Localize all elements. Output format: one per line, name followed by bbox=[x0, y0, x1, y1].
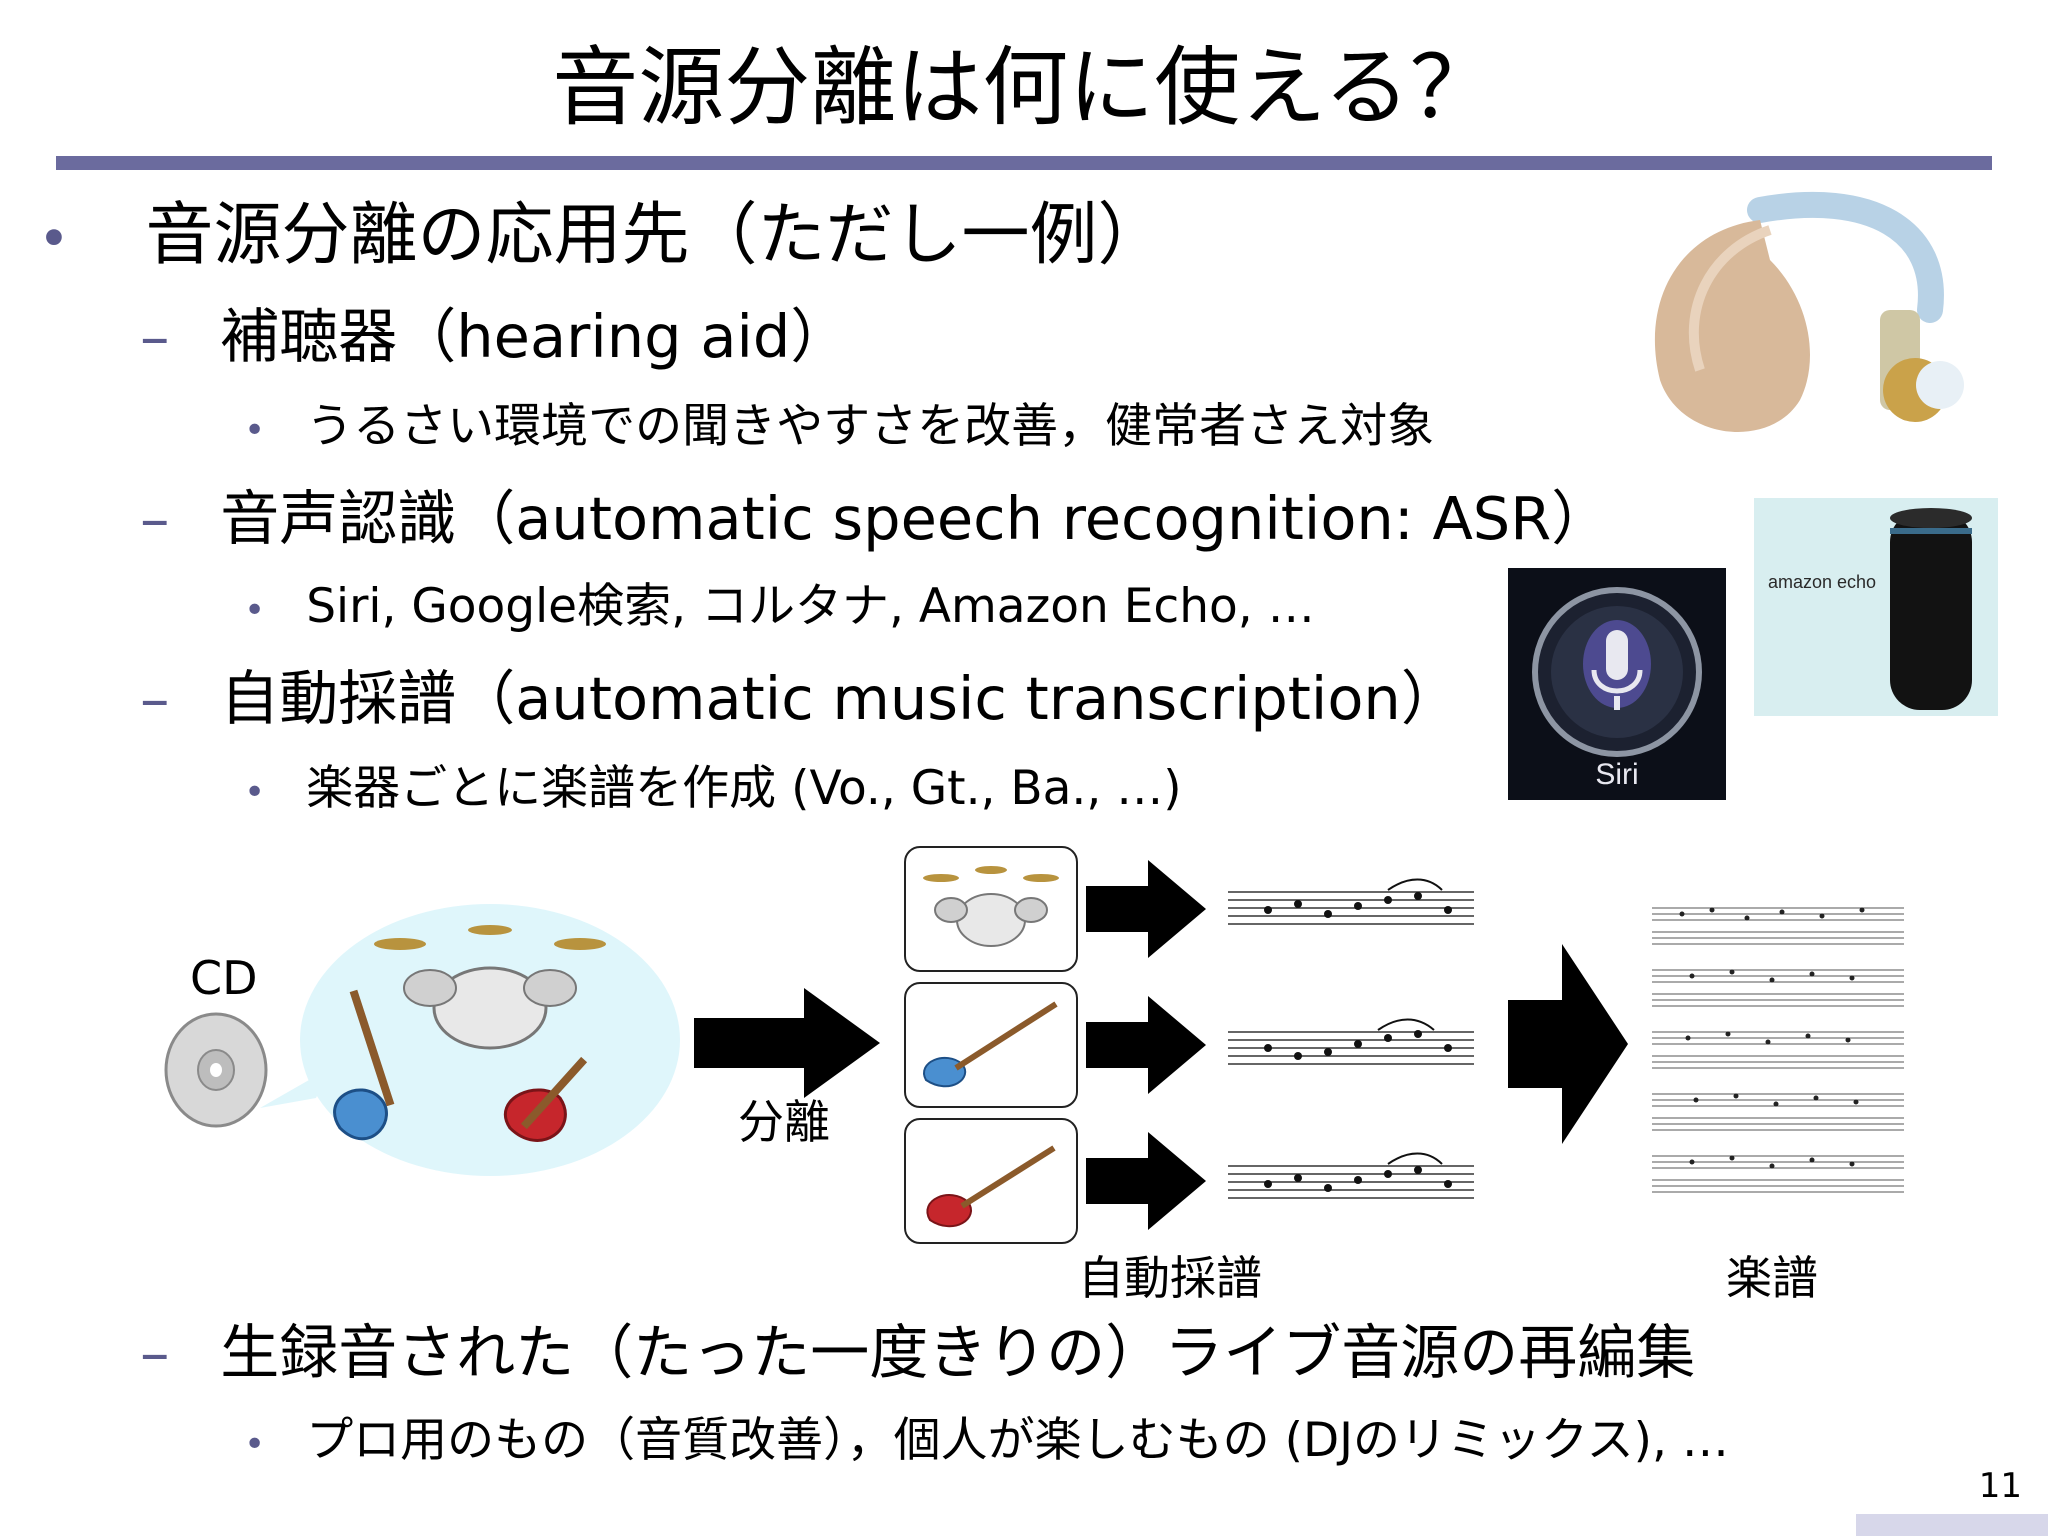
cd-label: CD bbox=[190, 951, 258, 1005]
cd-icon bbox=[164, 1012, 268, 1128]
bullet-hearing-aid: – 補聴器（hearing aid） bbox=[140, 302, 849, 372]
source-card-bass bbox=[904, 982, 1078, 1108]
hearing-aid-image bbox=[1654, 191, 1964, 433]
transcription-arrow-3 bbox=[1086, 1132, 1206, 1230]
bullet-amt: – 自動採譜（automatic music transcription） bbox=[140, 664, 1460, 734]
electric-guitar-icon bbox=[503, 1056, 588, 1142]
score-snippet-guitar bbox=[1228, 1152, 1474, 1199]
transcription-arrow-1 bbox=[1086, 860, 1206, 958]
mixture-bubble bbox=[260, 904, 680, 1176]
siri-image: Siri bbox=[1508, 568, 1726, 800]
combine-arrow bbox=[1508, 944, 1628, 1144]
bullet-hearing-aid-sub: • うるさい環境での聞きやすさを改善，健常者さえ対象 bbox=[244, 398, 1434, 460]
footer-accent-bar bbox=[1856, 1514, 2048, 1536]
amazon-echo-image: amazon echo bbox=[1754, 498, 1998, 716]
bullet-asr-sub-text: Siri, Google検索, コルタナ, Amazon Echo, … bbox=[306, 579, 1315, 634]
electric-guitar-icon bbox=[926, 1145, 1056, 1228]
drum-kit-icon bbox=[923, 866, 1059, 947]
bullet-hearing-aid-text: 補聴器（hearing aid） bbox=[220, 302, 850, 371]
full-score-image bbox=[1652, 907, 1904, 1193]
bullet-asr-sub: • Siri, Google検索, コルタナ, Amazon Echo, … bbox=[244, 578, 1315, 640]
bullet-amt-text: 自動採譜（automatic music transcription） bbox=[220, 664, 1460, 733]
bullet-dash: – bbox=[140, 664, 170, 733]
title-divider bbox=[56, 156, 1992, 170]
bullet-hearing-aid-sub-text: うるさい環境での聞きやすさを改善，健常者さえ対象 bbox=[306, 399, 1435, 454]
separation-arrow bbox=[694, 988, 880, 1098]
bullet-dot: • bbox=[244, 590, 266, 631]
score-snippet-bass bbox=[1228, 1018, 1474, 1065]
separation-label: 分離 bbox=[738, 1095, 830, 1149]
transcription-label: 自動採譜 bbox=[1078, 1251, 1262, 1305]
score-snippet-drums bbox=[1228, 878, 1474, 925]
bullet-main-text: 音源分離の応用先（ただし一例） bbox=[145, 196, 1166, 275]
drum-kit-icon bbox=[374, 925, 606, 1050]
bullet-dash: – bbox=[140, 484, 170, 553]
score-label: 楽譜 bbox=[1726, 1251, 1818, 1305]
bullet-dash: – bbox=[140, 302, 170, 371]
siri-text: Siri bbox=[1595, 758, 1638, 791]
bullet-live: – 生録音された（たった一度きりの）ライブ音源の再編集 bbox=[140, 1318, 1695, 1388]
source-card-guitar bbox=[904, 1118, 1078, 1244]
bass-guitar-icon bbox=[333, 989, 395, 1141]
bass-guitar-icon bbox=[923, 1001, 1058, 1088]
bullet-amt-sub-text: 楽器ごとに楽譜を作成 (Vo., Gt., Ba., …) bbox=[306, 761, 1182, 816]
bullet-asr-text: 音声認識（automatic speech recognition: ASR） bbox=[220, 484, 1611, 553]
bullet-dot: • bbox=[244, 410, 266, 451]
bullet-amt-sub: • 楽器ごとに楽譜を作成 (Vo., Gt., Ba., …) bbox=[244, 760, 1182, 822]
bullet-dot: • bbox=[244, 1424, 266, 1465]
bullet-live-sub-text: プロ用のもの（音質改善），個人が楽しむもの (DJのリミックス), … bbox=[306, 1413, 1729, 1468]
bullet-live-sub: • プロ用のもの（音質改善），個人が楽しむもの (DJのリミックス), … bbox=[244, 1412, 1729, 1474]
bullet-live-text: 生録音された（たった一度きりの）ライブ音源の再編集 bbox=[220, 1318, 1696, 1387]
echo-text: amazon echo bbox=[1768, 572, 1876, 592]
bullet-dot: • bbox=[38, 207, 70, 271]
bullet-main: • 音源分離の応用先（ただし一例） bbox=[38, 196, 1166, 279]
slide-title: 音源分離は何に使える？ bbox=[552, 38, 1496, 138]
source-card-drums bbox=[904, 846, 1078, 972]
bullet-dash: – bbox=[140, 1318, 170, 1387]
bullet-asr: – 音声認識（automatic speech recognition: ASR… bbox=[140, 484, 1610, 554]
bullet-dot: • bbox=[244, 772, 266, 813]
transcription-arrow-2 bbox=[1086, 996, 1206, 1094]
page-number: 11 bbox=[1978, 1466, 2022, 1506]
